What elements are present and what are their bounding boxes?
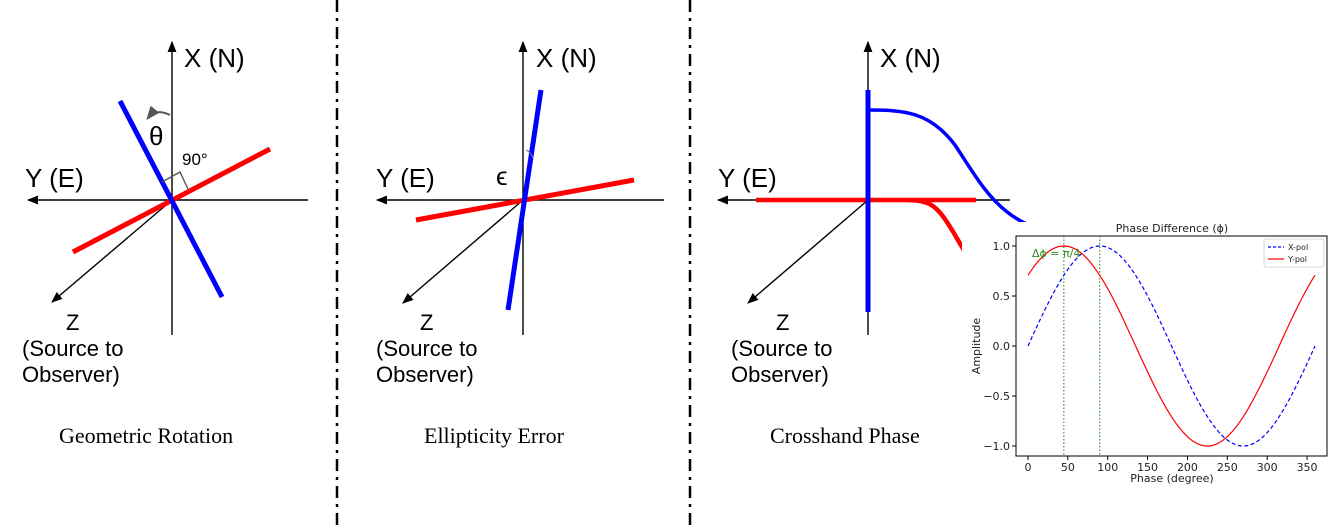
legend-box — [1263, 238, 1325, 268]
z-axis-label: Z — [776, 310, 789, 335]
z-axis-label: Z — [66, 310, 79, 335]
z-axis-label: Z — [420, 310, 433, 335]
legend-label-x-pol: X-pol — [1288, 243, 1308, 252]
x-pol-line — [117, 99, 225, 299]
z-axis — [747, 199, 869, 304]
y-tick-label: −1.0 — [983, 440, 1010, 453]
caption-geometric-rotation: Geometric Rotation — [59, 423, 233, 448]
panel-geometric-rotation: X (N) Y (E) Z (Source to Observer) θ 90°… — [22, 40, 308, 448]
panel-ellipticity-error: X (N) Y (E) Z (Source to Observer) ϵ Ell… — [375, 40, 664, 448]
x-axis-label: X (N) — [536, 43, 597, 73]
y-tick-label: 0.0 — [993, 340, 1011, 353]
x-pol-wave — [867, 108, 1086, 238]
x-tick-label: 150 — [1137, 461, 1158, 474]
x-tick-label: 0 — [1024, 461, 1031, 474]
chart-legend: X-pol Y-pol — [1263, 238, 1325, 268]
phase-difference-chart: Phase Difference (ϕ) 0 50 100 150 200 250 300 3… — [962, 222, 1330, 485]
z-axis-subtitle-1: (Source to — [376, 336, 478, 361]
caption-crosshand-phase: Crosshand Phase — [770, 423, 920, 448]
rotation-arc — [146, 105, 171, 121]
y-tick-label: −0.5 — [983, 390, 1010, 403]
right-angle-label: 90° — [182, 150, 208, 169]
theta-label: θ — [149, 121, 163, 151]
ellipticity-arc — [525, 149, 534, 159]
x-tick-label: 50 — [1061, 461, 1075, 474]
y-axis-label: Y (E) — [25, 163, 84, 193]
plot-layer: 0 50 100 150 200 250 300 350 −1.0 −0.5 0.0 0.5 1.0 — [983, 236, 1318, 474]
x-pol-line — [505, 89, 544, 311]
legend-label-y-pol: Y-pol — [1287, 255, 1307, 264]
chart-y-label: Amplitude — [970, 318, 983, 375]
x-axis-label: X (N) — [880, 43, 941, 73]
chart-title: Phase Difference (ϕ) — [1116, 222, 1228, 235]
y-tick-label: 1.0 — [993, 240, 1011, 253]
y-tick-label: 0.5 — [993, 290, 1011, 303]
right-angle-mark — [161, 171, 189, 190]
y-axis-label: Y (E) — [718, 163, 777, 193]
z-axis — [51, 199, 173, 303]
chart-x-label: Phase (degree) — [1130, 472, 1213, 485]
epsilon-label: ϵ — [496, 161, 508, 191]
panel-crosshand-phase: X (N) Y (E) Z (Source to Observer) Cross… — [716, 40, 1086, 448]
z-axis-subtitle-1: (Source to — [22, 336, 124, 361]
x-axis-label: X (N) — [184, 43, 245, 73]
z-axis-subtitle-2: Observer) — [731, 362, 829, 387]
x-tick-label: 100 — [1097, 461, 1118, 474]
y-axis-label: Y (E) — [376, 163, 435, 193]
x-tick-label: 350 — [1297, 461, 1318, 474]
z-axis-subtitle-1: (Source to — [731, 336, 833, 361]
x-tick-label: 300 — [1257, 461, 1278, 474]
x-tick-label: 200 — [1177, 461, 1198, 474]
phase-annotation: Δϕ = π/4 — [1032, 247, 1080, 260]
z-axis — [402, 199, 524, 304]
x-tick-label: 250 — [1217, 461, 1238, 474]
z-axis-subtitle-2: Observer) — [376, 362, 474, 387]
z-axis-subtitle-2: Observer) — [22, 362, 120, 387]
caption-ellipticity-error: Ellipticity Error — [424, 423, 565, 448]
